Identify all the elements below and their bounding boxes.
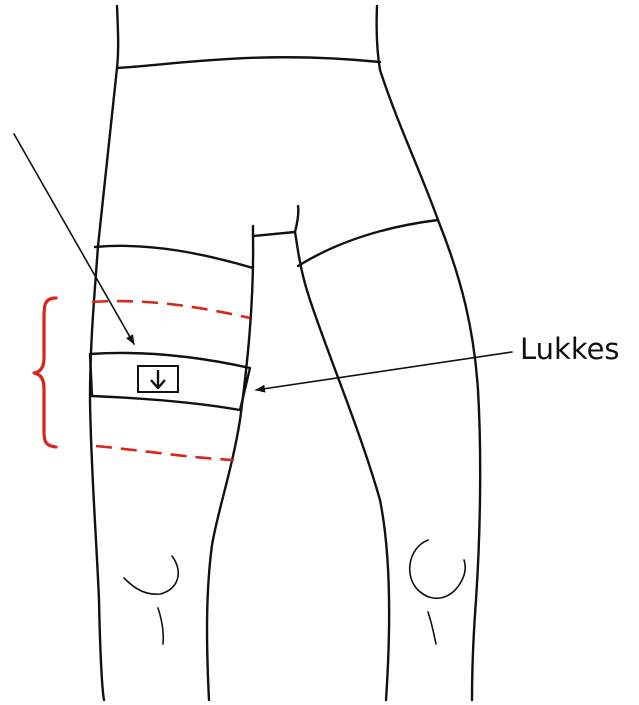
right-leg-outer-edge	[438, 220, 480, 700]
body-outline	[98, 6, 438, 246]
upper-dashed-line	[92, 301, 250, 318]
closure-pointer-line	[256, 352, 512, 390]
knee-left-curve	[124, 556, 178, 594]
left-leg-inner-edge	[207, 236, 253, 700]
measurement-brace	[34, 298, 56, 447]
lower-dashed-line	[96, 446, 234, 460]
upper-pointer-line	[14, 134, 134, 344]
leader-lines	[14, 134, 512, 390]
bandage-top-edge	[95, 246, 253, 268]
right-torso-edge	[377, 6, 438, 220]
crotch	[253, 206, 298, 236]
left-torso-edge	[98, 6, 118, 246]
knee-left-line	[158, 608, 163, 644]
knee-right-line	[428, 612, 436, 644]
left-leg	[90, 236, 253, 700]
left-leg-outer-edge	[90, 246, 104, 700]
closure-strap	[90, 353, 250, 410]
closure-label: Lukkes	[520, 332, 620, 366]
knee-right-curve	[410, 540, 466, 598]
right-stocking-top	[298, 220, 438, 266]
right-leg	[295, 220, 480, 700]
waistband	[117, 57, 380, 68]
right-leg-inner-edge	[295, 232, 389, 700]
